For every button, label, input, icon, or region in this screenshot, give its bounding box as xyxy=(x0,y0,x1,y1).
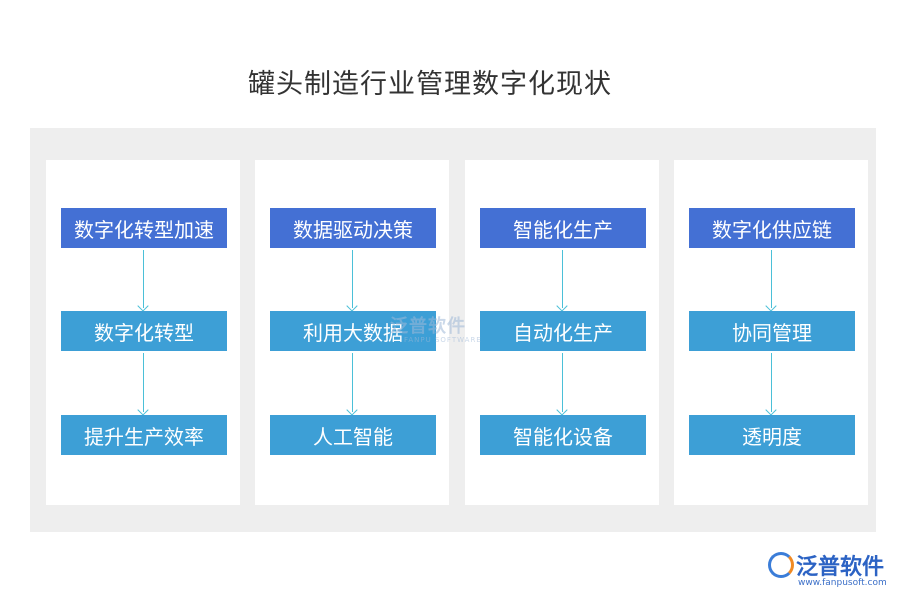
down-arrow-icon xyxy=(562,250,563,308)
flow-step-box: 自动化生产 xyxy=(480,311,646,351)
flow-step-box: 智能化设备 xyxy=(480,415,646,455)
watermark-subtext: FANPU SOFTWARE xyxy=(404,336,482,344)
flow-step-box: 利用大数据 xyxy=(270,311,436,351)
logo-name: 泛普软件 xyxy=(796,555,885,580)
brand-logo: 泛普软件 www.fanpusoft.com xyxy=(768,552,893,592)
column-header-box: 数据驱动决策 xyxy=(270,208,436,248)
column-supply-chain: 数字化供应链 协同管理 透明度 xyxy=(674,160,868,505)
watermark-text: 泛普软件 xyxy=(390,316,466,337)
down-arrow-icon xyxy=(352,250,353,308)
watermark: 泛普软件 FANPU SOFTWARE xyxy=(360,312,482,344)
diagram-title: 罐头制造行业管理数字化现状 xyxy=(248,69,612,100)
down-arrow-icon xyxy=(771,353,772,412)
flow-step-box: 人工智能 xyxy=(270,415,436,455)
column-data-driven: 数据驱动决策 利用大数据 人工智能 xyxy=(255,160,449,505)
flow-step-box: 数字化转型 xyxy=(61,311,227,351)
flow-step-box: 协同管理 xyxy=(689,311,855,351)
flow-step-box: 提升生产效率 xyxy=(61,415,227,455)
column-smart-production: 智能化生产 自动化生产 智能化设备 xyxy=(465,160,659,505)
column-header-box: 数字化供应链 xyxy=(689,208,855,248)
down-arrow-icon xyxy=(562,353,563,412)
down-arrow-icon xyxy=(143,250,144,308)
column-header-box: 数字化转型加速 xyxy=(61,208,227,248)
flow-step-box: 透明度 xyxy=(689,415,855,455)
column-digital-transformation: 数字化转型加速 数字化转型 提升生产效率 xyxy=(46,160,240,505)
down-arrow-icon xyxy=(143,353,144,412)
logo-url: www.fanpusoft.com xyxy=(798,578,887,588)
column-header-box: 智能化生产 xyxy=(480,208,646,248)
logo-icon xyxy=(768,552,794,578)
down-arrow-icon xyxy=(771,250,772,308)
down-arrow-icon xyxy=(352,353,353,412)
